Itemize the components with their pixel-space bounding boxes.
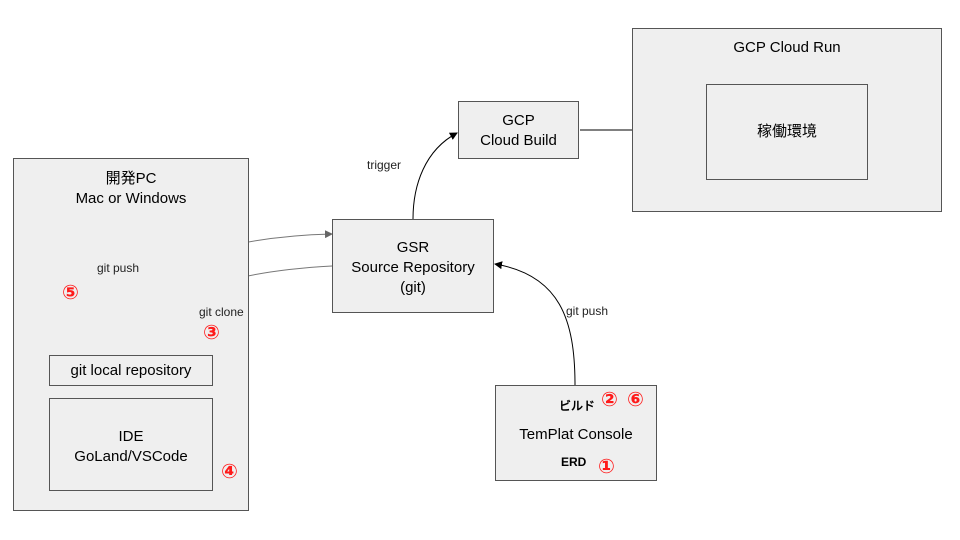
templat-git-push-label: git push <box>566 304 609 318</box>
dev-pc-title-line1: 開発PC <box>105 170 157 187</box>
local-repo-label: git local repository <box>70 362 192 379</box>
trigger-label: trigger <box>367 158 402 172</box>
local-repo-box <box>49 355 213 386</box>
build-label: ビルド <box>559 399 596 413</box>
templat-console-title: TemPlat Console <box>519 426 633 443</box>
step-3-marker: ③ <box>203 320 220 344</box>
step-4-marker: ④ <box>221 459 238 483</box>
ide-label: IDE GoLand/VSCode <box>49 427 213 467</box>
cloud-build-label: GCP Cloud Build <box>458 111 579 151</box>
trigger-arrow <box>412 132 458 220</box>
gsr-line3: (git) <box>400 279 426 296</box>
step-6-marker: ⑥ <box>627 387 644 411</box>
git-clone-label: git clone <box>199 305 244 319</box>
runtime-env-box <box>706 84 868 180</box>
templat-console-box <box>495 385 657 481</box>
dev-pc-title: 開発PC Mac or Windows <box>13 169 249 209</box>
git-push-label: git push <box>97 261 140 275</box>
ide-line2: GoLand/VSCode <box>74 448 188 465</box>
erd-label: ERD <box>561 455 587 469</box>
step-2-marker: ② <box>601 387 618 411</box>
dev-pc-title-line2: Mac or Windows <box>75 190 187 207</box>
runtime-env-label: 稼働環境 <box>756 123 817 140</box>
ide-line1: IDE <box>118 428 144 445</box>
ide-box <box>49 398 213 491</box>
cloud-build-line1: GCP <box>502 112 535 129</box>
gsr-line2: Source Repository <box>351 259 475 276</box>
cloud-build-line2: Cloud Build <box>480 132 557 149</box>
cloud-build-box <box>458 101 579 159</box>
step-5-marker: ⑤ <box>62 280 79 304</box>
gsr-label: GSR Source Repository (git) <box>332 238 494 298</box>
templat-git-push-arrow <box>494 261 576 386</box>
cloud-run-title: GCP Cloud Run <box>733 39 841 56</box>
gsr-line1: GSR <box>396 239 430 256</box>
step-1-marker: ① <box>598 454 615 478</box>
gsr-box <box>332 219 494 313</box>
